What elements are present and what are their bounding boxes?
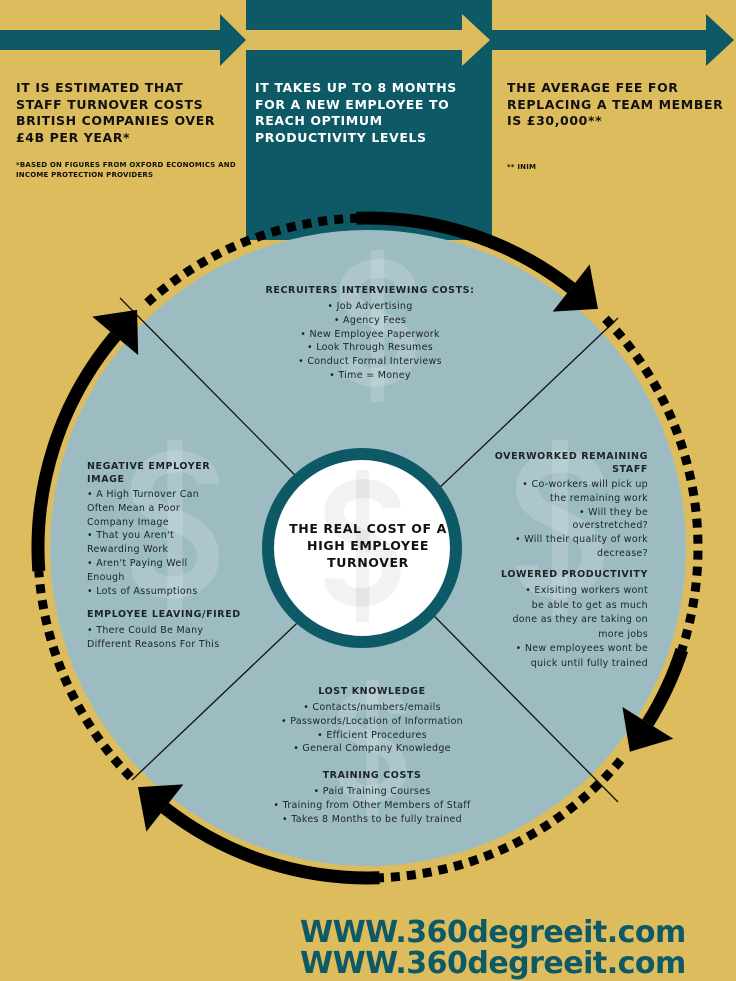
dashed-arc — [602, 315, 703, 652]
list-item: decrease? — [597, 547, 648, 559]
section-productivity: LOWERED PRODUCTIVITY • Exisiting workers… — [470, 568, 648, 671]
list-item: • Co-workers will pick up — [522, 479, 648, 490]
list-item: • Job Advertising — [327, 301, 413, 312]
arrow-arc — [160, 802, 380, 885]
list-item: • Lots of Assumptions — [87, 585, 198, 597]
section-title: LOST KNOWLEDGE — [318, 686, 426, 697]
list-item: be able to get as much — [531, 599, 648, 611]
list-item: • Look Through Resumes — [307, 342, 433, 354]
list-item: more jobs — [598, 628, 648, 640]
dashed-arc — [379, 757, 625, 883]
section-title: EMPLOYEE LEAVING/FIRED — [87, 609, 241, 620]
section-title: LOWERED PRODUCTIVITY — [501, 569, 648, 580]
arrow-arc — [356, 211, 576, 294]
arrowhead-icon — [138, 784, 184, 832]
arrowhead-icon — [622, 706, 674, 752]
list-item: overstretched? — [572, 520, 648, 532]
list-item: • Conduct Formal Interviews — [298, 356, 442, 368]
arrowhead-icon — [92, 309, 139, 356]
section-lost-knowledge: LOST KNOWLEDGE • Contacts/numbers/emails… — [222, 685, 522, 756]
list-item: • Contacts/numbers/emails — [303, 702, 441, 713]
section-training-costs: TRAINING COSTS • Paid Training Courses •… — [222, 769, 522, 826]
list-item: • Aren't Paying Well — [87, 557, 188, 569]
section-title: TRAINING COSTS — [322, 770, 422, 781]
header-arrow-1 — [0, 14, 246, 66]
cycle-arrows — [31, 211, 703, 885]
stat-average-fee: THE AVERAGE FEE FOR REPLACING A TEAM MEM… — [507, 80, 724, 128]
list-item: done as they are taking on — [512, 614, 648, 625]
arrowhead-icon — [552, 264, 598, 312]
list-item: • Agency Fees — [333, 314, 407, 326]
list-item: • Time = Money — [329, 369, 411, 381]
header-arrow-2 — [246, 14, 490, 66]
list-item: • That you Aren't — [87, 530, 174, 542]
stat-fee-footnote: ** INIM — [507, 163, 537, 171]
dashed-arc — [34, 570, 134, 781]
list-item: • New employees wont be — [515, 643, 648, 654]
center-title: THE REAL COST OF A HIGH EMPLOYEE TURNOVE… — [289, 521, 447, 570]
header-arrow-3 — [492, 14, 734, 66]
list-item: • Will they be — [578, 506, 648, 518]
list-item: • General Company Knowledge — [293, 743, 451, 755]
list-item: Different Reasons For This — [87, 638, 220, 650]
website-link-echo: WWW.360degreeit.com — [300, 946, 686, 981]
dashed-arc — [144, 213, 357, 307]
stat-cost-footnote: *BASED ON FIGURES FROM OXFORD ECONOMICS … — [16, 161, 236, 179]
list-item: Enough — [87, 571, 125, 583]
stat-cost: IT IS ESTIMATED THAT STAFF TURNOVER COST… — [16, 80, 216, 145]
arrow-arc — [642, 647, 689, 727]
list-item: • Training from Other Members of Staff — [273, 799, 471, 811]
list-item: • New Employee Paperwork — [300, 328, 440, 340]
list-item: Often Mean a Poor — [87, 502, 181, 514]
list-item: Rewarding Work — [87, 544, 169, 556]
website-link[interactable]: WWW.360degreeit.com — [300, 915, 686, 950]
list-item: quick until fully trained — [530, 657, 648, 669]
list-item: • Passwords/Location of Information — [280, 715, 463, 727]
list-item: Company Image — [87, 516, 169, 528]
stat-productivity-time: IT TAKES UP TO 8 MONTHS FOR A NEW EMPLOY… — [255, 80, 457, 145]
list-item: • Efficient Procedures — [317, 729, 427, 741]
arrow-arc — [31, 331, 121, 572]
list-item: • Exisiting workers wont — [525, 585, 648, 596]
list-item: • Paid Training Courses — [313, 786, 431, 797]
list-item: • Will their quality of work — [515, 534, 648, 546]
list-item: • A High Turnover Can — [87, 489, 200, 500]
section-employee-leaving: EMPLOYEE LEAVING/FIRED • There Could Be … — [87, 608, 257, 652]
list-item: • There Could Be Many — [87, 625, 204, 636]
section-title: RECRUITERS INTERVIEWING COSTS: — [265, 285, 475, 296]
list-item: the remaining work — [550, 492, 648, 504]
section-recruiters: RECRUITERS INTERVIEWING COSTS: • Job Adv… — [232, 284, 508, 383]
list-item: • Takes 8 Months to be fully trained — [282, 813, 462, 825]
